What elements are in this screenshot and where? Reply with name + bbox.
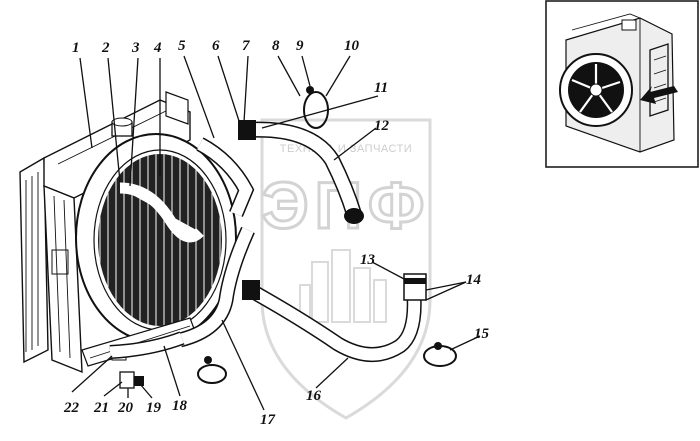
callout-21: 21 xyxy=(93,400,109,416)
callout-14: 14 xyxy=(466,272,482,288)
callout-20: 20 xyxy=(117,400,134,416)
watermark: ТЕХНИКА И ЗАПЧАСТИ ЭПФ xyxy=(260,118,432,420)
callout-19: 19 xyxy=(146,400,162,416)
inset-view xyxy=(545,0,699,168)
callout-5: 5 xyxy=(178,38,186,54)
callout-11: 11 xyxy=(374,80,388,96)
hose-set xyxy=(109,120,427,362)
callout-labels: 1 2 3 4 5 6 7 8 9 10 11 12 13 14 15 16 1… xyxy=(63,38,490,428)
callout-16: 16 xyxy=(306,388,322,404)
lower-elbow-connector xyxy=(403,273,427,301)
watermark-buildings xyxy=(299,249,387,323)
callout-10: 10 xyxy=(344,38,360,54)
callout-13: 13 xyxy=(360,252,376,268)
callout-15: 15 xyxy=(474,326,490,342)
leader-lines xyxy=(71,55,481,411)
watermark-brand-top: ТЕХНИКА И ЗАПЧАСТИ xyxy=(280,143,412,155)
clamp-upper xyxy=(303,91,329,129)
callout-18: 18 xyxy=(172,398,188,414)
inset-arrow-icon xyxy=(640,86,678,104)
callout-1: 1 xyxy=(72,40,80,56)
callout-8: 8 xyxy=(272,38,280,54)
callout-4: 4 xyxy=(153,40,162,56)
callout-9: 9 xyxy=(296,38,304,54)
watermark-shield xyxy=(260,118,432,420)
radiator-side-panel xyxy=(19,156,49,364)
callout-22: 22 xyxy=(63,400,80,416)
callout-6: 6 xyxy=(212,38,220,54)
callout-3: 3 xyxy=(131,40,140,56)
drain-fitting xyxy=(119,371,135,389)
callout-17: 17 xyxy=(260,412,276,428)
callout-7: 7 xyxy=(242,38,250,54)
radiator-front-frame xyxy=(43,184,83,374)
clamp-lower-left xyxy=(197,364,227,384)
callout-2: 2 xyxy=(101,40,110,56)
callout-12: 12 xyxy=(374,118,390,134)
